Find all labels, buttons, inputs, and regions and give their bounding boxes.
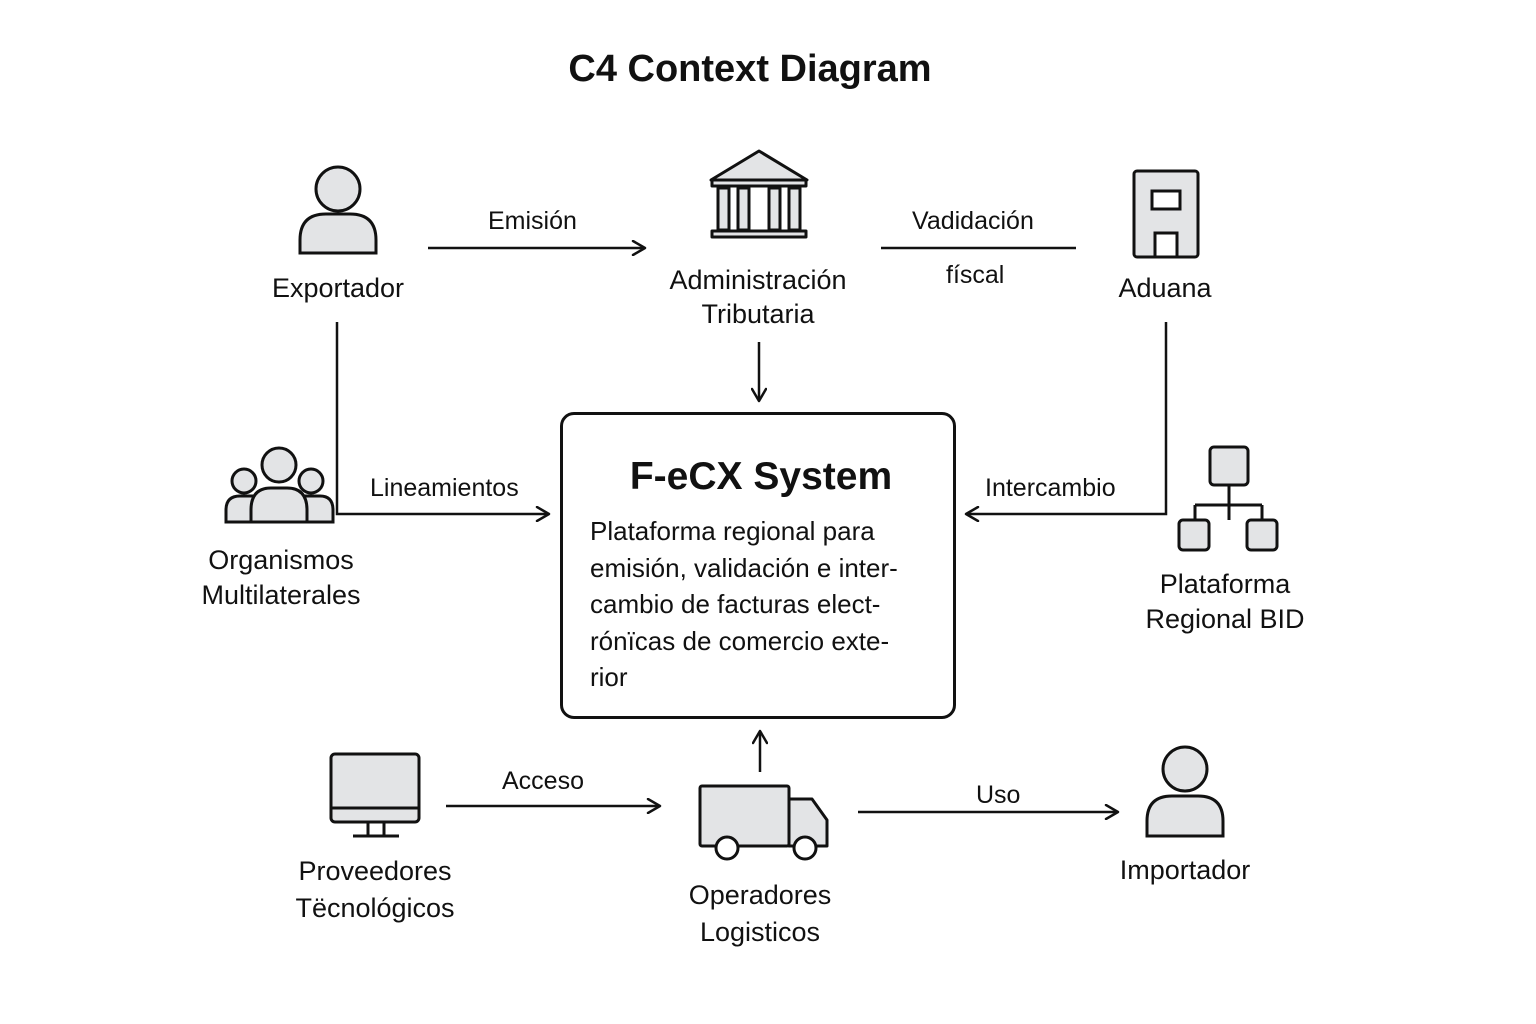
- administracion-label-line2: Tributaria: [701, 299, 815, 329]
- proveedores-monitor-icon: [329, 752, 421, 838]
- organismos-label-line2: Multilaterales: [201, 580, 361, 610]
- edge-label-validacion-line2: físcal: [946, 261, 1005, 289]
- importador-person-icon: [1145, 745, 1225, 838]
- aduana-label: Aduana: [1118, 273, 1212, 303]
- administracion-bank-building-icon: [709, 149, 809, 239]
- exportador-label: Exportador: [271, 273, 405, 303]
- edge-label-validacion-line1: Vadidación: [912, 207, 1034, 235]
- organismos-group-icon: [224, 446, 335, 524]
- operadores-label-line2: Logisticos: [699, 917, 821, 947]
- edge-intercambio-arrow: [966, 322, 1168, 514]
- edge-label-emision: Emisión: [488, 207, 577, 235]
- connectors: [335, 248, 1168, 812]
- edge-label-uso: Uso: [976, 781, 1021, 809]
- organismos-label-line1: Organismos: [208, 545, 354, 575]
- aduana-office-building-icon: [1132, 169, 1200, 259]
- system-description: Plataforma regional para emisión, valida…: [590, 516, 898, 692]
- edge-lineamientos-arrow: [335, 322, 549, 514]
- operadores-truck-icon: [698, 784, 829, 861]
- importador-label: Importador: [1119, 855, 1251, 885]
- edge-label-intercambio: Intercambio: [985, 474, 1116, 502]
- exportador-person-icon: [298, 165, 378, 255]
- plataforma-label-line1: Plataforma: [1159, 569, 1291, 599]
- plataforma-label-line2: Regional BID: [1145, 604, 1305, 634]
- plataforma-network-hierarchy-icon: [1177, 445, 1279, 552]
- proveedores-label-line2: Tëcnológicos: [295, 893, 455, 923]
- edge-label-lineamientos: Lineamientos: [370, 474, 519, 502]
- proveedores-label-line1: Proveedores: [298, 856, 452, 886]
- diagram-title: C4 Context Diagram: [568, 48, 932, 90]
- system-box: F-eCX System Plataforma regional para em…: [560, 412, 956, 719]
- system-name: F-eCX System: [629, 455, 893, 498]
- operadores-label-line1: Operadores: [688, 880, 832, 910]
- edge-label-acceso: Acceso: [502, 767, 584, 795]
- administracion-label-line1: Administración: [669, 265, 847, 295]
